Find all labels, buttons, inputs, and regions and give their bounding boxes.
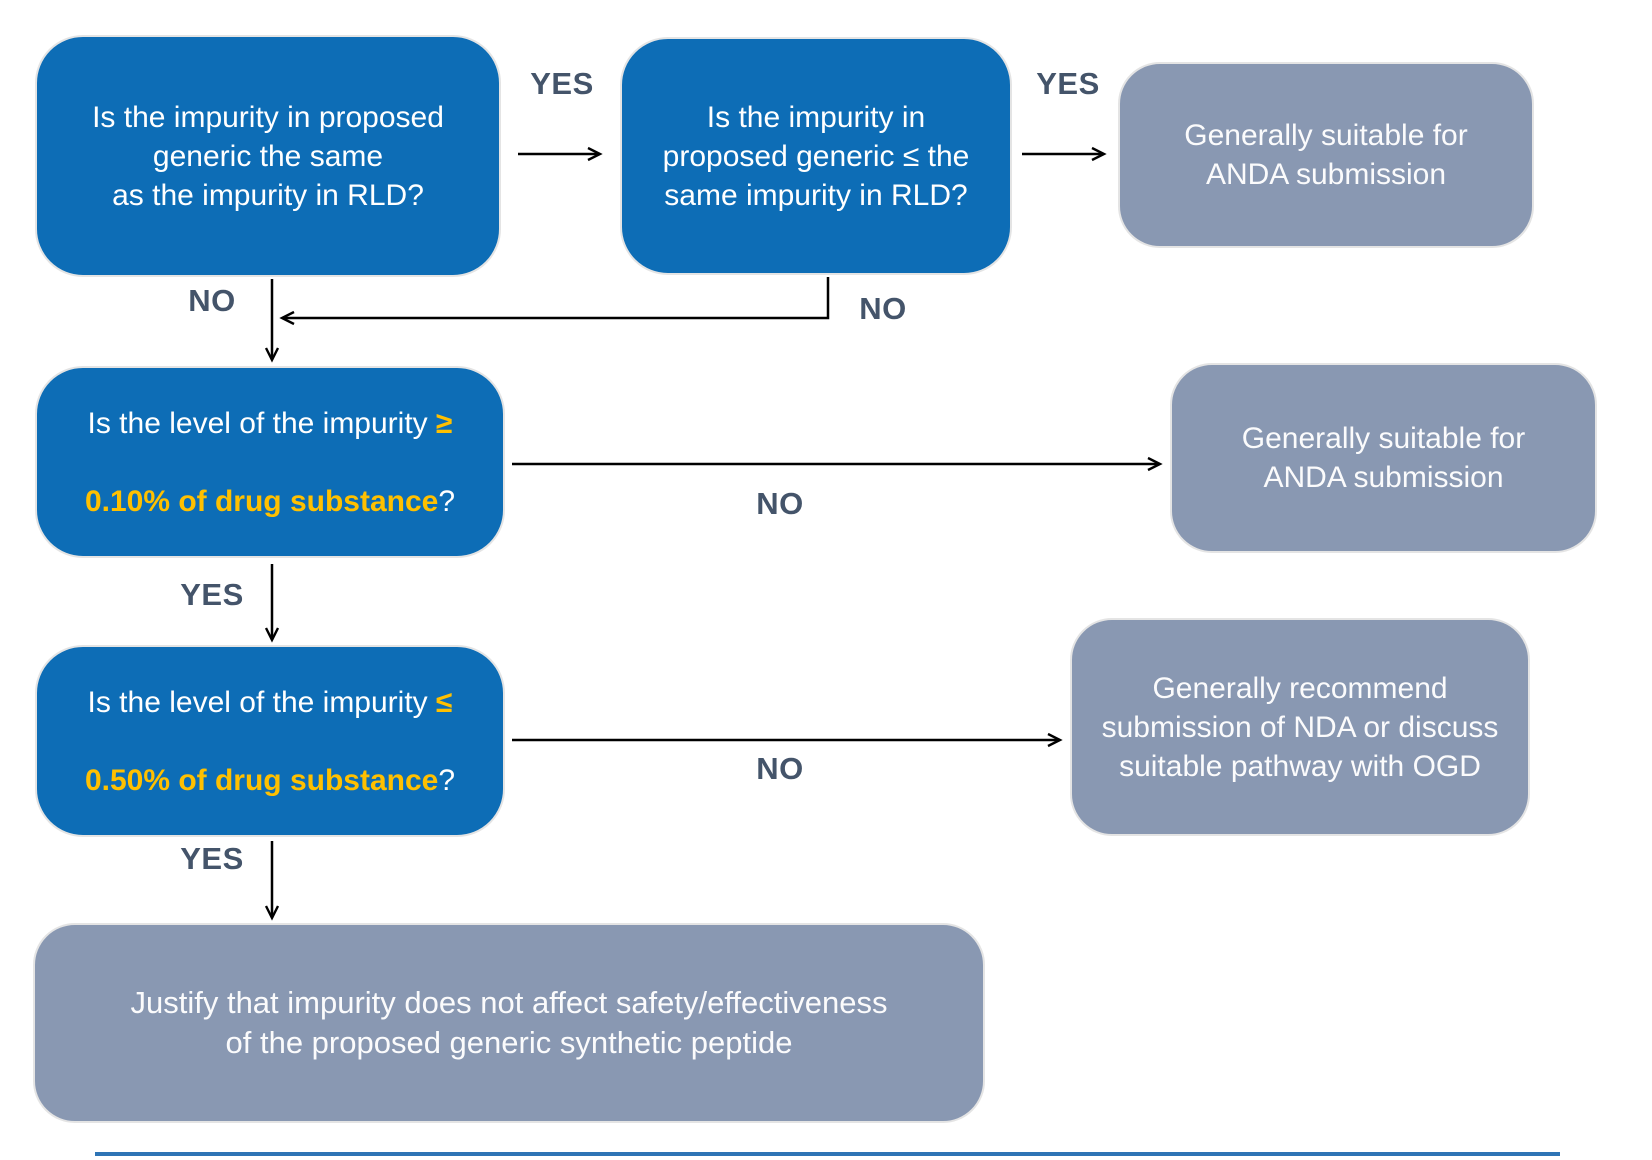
arrow-q2-elbow xyxy=(279,277,830,326)
label-yes-q3-q4: YES xyxy=(180,577,244,612)
node-result-nda-or-ogd: Generally recommend submission of NDA or… xyxy=(1070,618,1530,836)
line-yellow-part: 0.10% of drug substance xyxy=(84,484,439,518)
label-no-q4-r3: NO xyxy=(756,751,804,786)
label-no-q1: NO xyxy=(188,283,236,318)
line-white-part: ? xyxy=(438,484,456,518)
label-no-q2: NO xyxy=(859,291,907,326)
line-white-part: ? xyxy=(438,763,456,797)
node-text: Is the impurity in proposed generic the … xyxy=(92,100,444,212)
line-yellow-part: 0.50% of drug substance xyxy=(84,763,439,797)
node-q-impurity-same-as-rld: Is the impurity in proposed generic the … xyxy=(35,35,501,277)
node-text: Is the impurity in proposed generic ≤ th… xyxy=(662,100,970,212)
node-line-2: 0.10% of drug substance? xyxy=(85,482,455,521)
node-text: Generally suitable for ANDA submission xyxy=(1184,119,1468,191)
node-text: Justify that impurity does not affect sa… xyxy=(130,985,888,1060)
node-line-1: Is the level of the impurity ≤ xyxy=(85,683,455,722)
node-line-1: Is the level of the impurity ≥ xyxy=(85,404,455,443)
node-line-2: 0.50% of drug substance? xyxy=(85,761,455,800)
node-result-anda-suitable-mid: Generally suitable for ANDA submission xyxy=(1170,363,1597,553)
node-result-anda-suitable-top: Generally suitable for ANDA submission xyxy=(1118,62,1534,248)
bottom-accent-line xyxy=(95,1152,1560,1156)
node-result-justify-impurity: Justify that impurity does not affect sa… xyxy=(33,923,985,1123)
line-yellow-part: ≥ xyxy=(436,406,453,440)
node-q-level-lte-050: Is the level of the impurity ≤ 0.50% of … xyxy=(35,645,505,837)
node-q-impurity-lte-rld: Is the impurity in proposed generic ≤ th… xyxy=(620,37,1012,275)
node-q-level-gte-010: Is the level of the impurity ≥ 0.10% of … xyxy=(35,366,505,558)
label-yes-q2-r1: YES xyxy=(1036,66,1100,101)
label-yes-q4-r4: YES xyxy=(180,841,244,876)
node-text: Generally recommend submission of NDA or… xyxy=(1101,671,1499,783)
line-yellow-part: ≤ xyxy=(436,685,453,719)
label-no-q3-r2: NO xyxy=(756,486,804,521)
label-yes-q1-q2: YES xyxy=(530,66,594,101)
line-white-part: Is the level of the impurity xyxy=(87,685,437,719)
line-white-part: Is the level of the impurity xyxy=(87,406,437,440)
node-text: Is the level of the impurity ≥ 0.10% of … xyxy=(71,365,469,560)
node-text: Generally suitable for ANDA submission xyxy=(1241,422,1526,494)
node-text: Is the level of the impurity ≤ 0.50% of … xyxy=(71,644,469,839)
